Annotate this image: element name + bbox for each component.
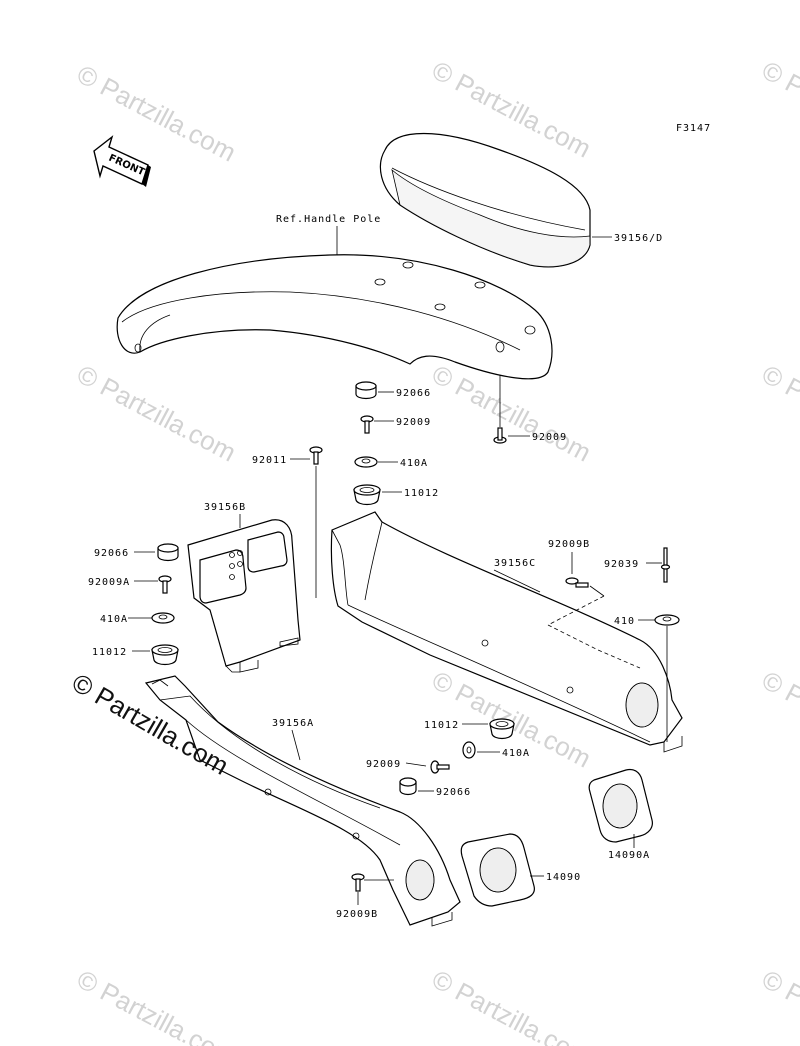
label-92009-b: 92009 — [532, 432, 567, 443]
label-92066-a: 92066 — [396, 388, 431, 399]
screw-92009A — [158, 575, 172, 594]
frame-39156A — [144, 675, 461, 927]
leader-line — [589, 585, 605, 597]
label-410A-b: 410A — [100, 614, 128, 625]
plug-92066-c — [399, 777, 417, 796]
grommet-11012-b — [151, 644, 179, 666]
label-11012-c: 11012 — [424, 720, 459, 731]
label-92009B-a: 92009B — [548, 539, 590, 550]
watermark: © Partzilla.com — [72, 964, 241, 1046]
leader-line — [405, 762, 427, 767]
washer-410A-a — [354, 456, 378, 468]
washer-410 — [654, 614, 680, 626]
label-410: 410 — [614, 616, 635, 627]
handle-pole-cover — [116, 254, 553, 380]
washer-410A-b — [151, 612, 175, 624]
plug-92066-a — [355, 381, 377, 400]
screw-92009B-b — [351, 873, 365, 892]
label-92009-a: 92009 — [396, 417, 431, 428]
leader-line — [547, 595, 605, 626]
label-39156B: 39156B — [204, 502, 246, 513]
screw-92009-c — [430, 760, 450, 774]
label-11012-a: 11012 — [404, 488, 439, 499]
label-410A-c: 410A — [502, 748, 530, 759]
label-92009B-b: 92009B — [336, 909, 378, 920]
label-39156D: 39156/D — [614, 233, 663, 244]
label-92066-b: 92066 — [94, 548, 129, 559]
bracket-39156B — [187, 519, 301, 673]
label-39156C: 39156C — [494, 558, 536, 569]
label-92066-c: 92066 — [436, 787, 471, 798]
screw-92009-a — [360, 415, 374, 434]
screw-92009B-a — [565, 577, 589, 588]
front-arrow-icon: FRONT — [93, 135, 151, 187]
seat-pad — [379, 132, 591, 268]
watermark: © Partzilla.com — [757, 665, 800, 774]
grommet-11012-c — [489, 718, 515, 740]
leader-line — [291, 729, 301, 761]
watermark: © Partzilla.com — [757, 55, 800, 164]
gasket-14090 — [460, 833, 535, 907]
ref-note: Ref.Handle Pole — [276, 214, 381, 225]
figure-code: F3147 — [676, 123, 711, 134]
label-92009-c: 92009 — [366, 759, 401, 770]
watermark: © Partzilla.com — [757, 964, 800, 1046]
watermark: © Partzilla.com — [757, 359, 800, 468]
watermark: © Partzilla.com — [427, 964, 596, 1046]
grommet-11012-a — [353, 484, 381, 506]
leader-line — [493, 569, 541, 593]
washer-410A-c — [462, 741, 476, 759]
label-410A-a: 410A — [400, 458, 428, 469]
watermark: © Partzilla.com — [72, 359, 241, 468]
frame-39156C — [330, 511, 683, 753]
plug-92066-b — [157, 543, 179, 562]
label-14090A: 14090A — [608, 850, 650, 861]
label-39156A: 39156A — [272, 718, 314, 729]
screw-92011 — [309, 446, 323, 465]
pin-92039 — [660, 547, 671, 583]
screw-92009-b — [493, 427, 507, 444]
label-92009A: 92009A — [88, 577, 130, 588]
gasket-14090A — [588, 768, 653, 843]
label-92011: 92011 — [252, 455, 287, 466]
label-92039: 92039 — [604, 559, 639, 570]
label-14090: 14090 — [546, 872, 581, 883]
label-11012-b: 11012 — [92, 647, 127, 658]
